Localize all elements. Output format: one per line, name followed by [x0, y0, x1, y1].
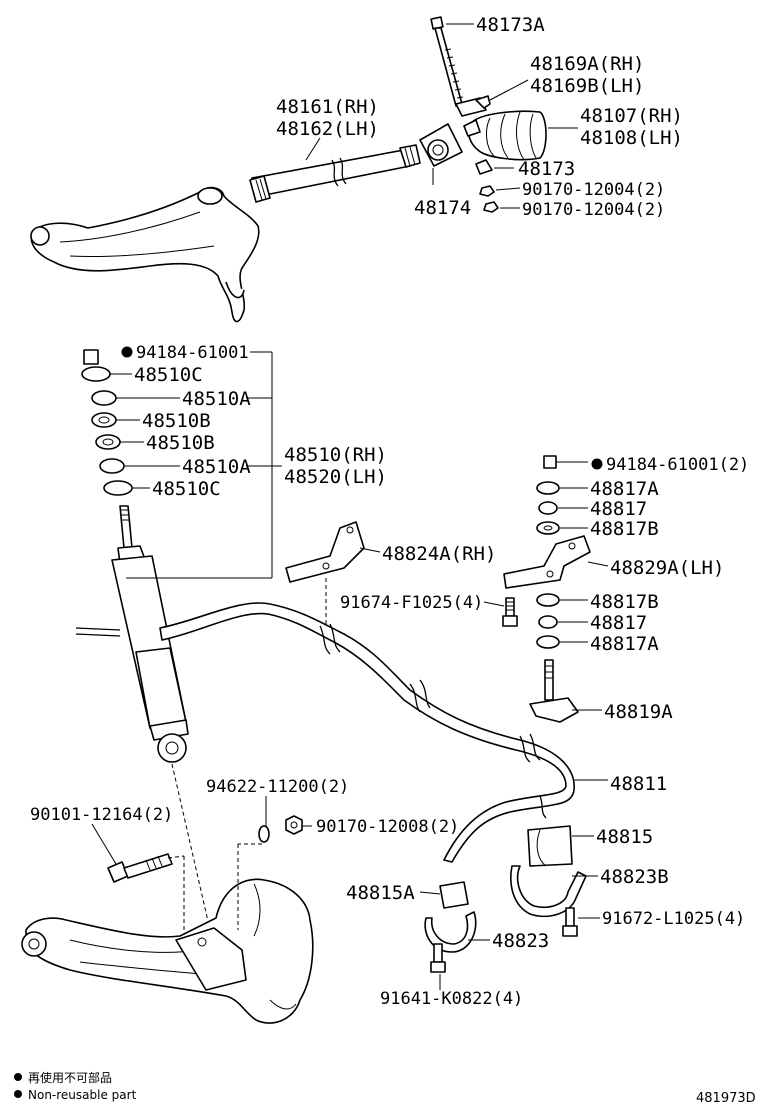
label-48817B-1: 48817B: [590, 518, 659, 540]
label-48169B: 48169B(LH): [530, 75, 644, 97]
bracket-48824A: [285, 521, 365, 583]
figure-code: 481973D: [696, 1091, 756, 1106]
legend-line-2: Non-reusable part: [28, 1088, 137, 1102]
label-48824A: 48824A(RH): [382, 543, 496, 565]
leader-lines: [91, 23, 609, 990]
bushing-48815: [527, 825, 573, 867]
link-48819A: [529, 659, 579, 723]
label-48108: 48108(LH): [580, 127, 683, 149]
nut-90170-12008: [285, 815, 303, 835]
bolt-90101: [107, 853, 185, 930]
label-48169A: 48169A(RH): [530, 53, 644, 75]
stabilizer-bar-48811: [159, 578, 575, 863]
label-48815A: 48815A: [346, 882, 415, 904]
bolt-91672: [562, 907, 578, 937]
label-94622: 94622-11200(2): [206, 777, 349, 797]
label-90170-c: 90170-12008(2): [316, 817, 459, 837]
shock-leader-bracket: [126, 351, 273, 579]
label-91641: 91641-K0822(4): [380, 989, 523, 1009]
label-48811: 48811: [610, 773, 667, 795]
small-parts-top: [475, 159, 499, 213]
label-48817A-2: 48817A: [590, 633, 659, 655]
bracket-48829A: [503, 535, 591, 589]
label-91672: 91672-L1025(4): [602, 909, 745, 929]
legend-dot: [14, 1073, 22, 1081]
label-48510C-1: 48510C: [134, 364, 203, 386]
label-48510A-1: 48510A: [182, 388, 251, 410]
label-48817A-1: 48817A: [590, 478, 659, 500]
label-48817-1: 48817: [590, 498, 647, 520]
non-reusable-dot: [121, 346, 133, 358]
bolt-91641: [430, 943, 446, 973]
label-48510: 48510(RH): [284, 444, 387, 466]
label-94184-a: 94184-61001: [136, 343, 249, 363]
label-90170-a: 90170-12004(2): [522, 180, 665, 200]
torsion-bar-48161: [249, 144, 421, 203]
label-48107: 48107(RH): [580, 105, 683, 127]
boot-48107: [463, 110, 547, 161]
label-48817-2: 48817: [590, 612, 647, 634]
upper-control-arm: [30, 186, 260, 323]
label-91674: 91674-F1025(4): [340, 593, 483, 613]
bolt-48173A: [430, 16, 464, 107]
part-labels: 48173A 48169A(RH) 48169B(LH) 48161(RH) 4…: [30, 14, 749, 1009]
label-48161: 48161(RH): [276, 96, 379, 118]
legend-line-1: 再使用不可部品: [28, 1070, 112, 1085]
shock-absorber-48510: [75, 349, 211, 931]
legend: 再使用不可部品 Non-reusable part: [14, 1070, 137, 1102]
label-48174: 48174: [414, 197, 471, 219]
nut-48169: [455, 95, 491, 117]
clamp-48823: [424, 911, 477, 953]
label-48829A: 48829A(LH): [610, 557, 724, 579]
label-48510C-2: 48510C: [152, 478, 221, 500]
label-94184-b: 94184-61001(2): [606, 455, 749, 475]
label-48817B-2: 48817B: [590, 591, 659, 613]
label-48823: 48823: [492, 930, 549, 952]
label-48510B-2: 48510B: [146, 432, 215, 454]
anchor-arm-48174: [419, 123, 463, 185]
label-90170-b: 90170-12004(2): [522, 200, 665, 220]
label-48520: 48520(LH): [284, 466, 387, 488]
label-48173A: 48173A: [476, 14, 545, 36]
non-reusable-dot: [591, 458, 603, 470]
label-48510A-2: 48510A: [182, 456, 251, 478]
bushing-48815A: [439, 881, 469, 909]
lower-control-arm: [21, 878, 314, 1024]
bolt-91674: [502, 597, 518, 627]
label-48173: 48173: [518, 158, 575, 180]
label-48823B: 48823B: [600, 866, 669, 888]
label-48815: 48815: [596, 826, 653, 848]
legend-dot: [14, 1090, 22, 1098]
label-48510B-1: 48510B: [142, 410, 211, 432]
label-90101: 90101-12164(2): [30, 805, 173, 825]
washer-94622: [258, 825, 270, 843]
label-48819A: 48819A: [604, 701, 673, 723]
label-48162: 48162(LH): [276, 118, 379, 140]
stabilizer-link-stack: [536, 455, 560, 649]
